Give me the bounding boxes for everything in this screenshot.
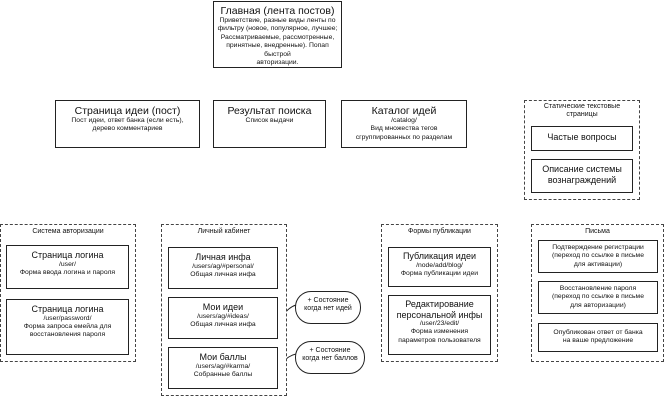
node-title: Каталог идей bbox=[371, 105, 437, 117]
email-registration-confirm: Подтверждение регистрации (переход по сс… bbox=[538, 240, 658, 273]
idea-page-node: Страница идеи (пост) Пост идеи, ответ ба… bbox=[55, 100, 200, 148]
node-title: Частые вопросы bbox=[547, 132, 617, 142]
node-title: Страница логина bbox=[31, 304, 104, 314]
personal-info-node: Личная инфа /users/ag/#personal/ Общая л… bbox=[168, 247, 278, 289]
node-title: Главная (лента постов) bbox=[220, 5, 335, 17]
email-bank-answer: Опубликован ответ от банка на ваше предл… bbox=[538, 323, 658, 352]
node-title: Публикация идеи bbox=[402, 251, 477, 261]
main-page-node: Главная (лента постов) Приветствие, разн… bbox=[213, 1, 342, 68]
my-points-node: Мои баллы /users/ag/#karma/ Собранные ба… bbox=[168, 347, 278, 389]
node-description: /users/ag/#karma/ Собранные баллы bbox=[193, 362, 253, 378]
idea-catalog-node: Каталог идей /catalog/ Вид множества тег… bbox=[341, 100, 467, 148]
node-description: Опубликован ответ от банка на ваше предл… bbox=[553, 329, 643, 345]
group-label: Личный кабинет bbox=[197, 228, 251, 235]
login-page-node: Страница логина /user/ Форма ввода логин… bbox=[6, 245, 129, 289]
node-description: Подтверждение регистрации (переход по сс… bbox=[551, 244, 645, 268]
no-ideas-state-note: + Состояние когда нет идей bbox=[295, 291, 361, 324]
node-description: Пост идеи, ответ банка (если есть), дере… bbox=[71, 117, 184, 133]
node-description: Приветствие, разные виды ленты по фильтр… bbox=[217, 17, 338, 67]
publish-idea-node: Публикация идеи /node/add/blog/ Форма пу… bbox=[388, 247, 491, 287]
node-description: /users/ag/#ideas/ Общая личная инфа bbox=[190, 312, 256, 328]
edit-profile-node: Редактирование персональной инфы /user/2… bbox=[388, 295, 491, 355]
node-description: /users/ag/#personal/ Общая личная инфа bbox=[190, 262, 256, 278]
no-points-state-note: + Состояние когда нет баллов bbox=[295, 341, 365, 374]
my-ideas-node: Мои идеи /users/ag/#ideas/ Общая личная … bbox=[168, 297, 278, 339]
node-description: Восстановление пароля (переход по ссылке… bbox=[551, 285, 645, 309]
group-label: Система авторизации bbox=[32, 228, 104, 235]
node-description: /user/23/edit/ Форма изменения параметро… bbox=[398, 320, 481, 344]
node-title: Страница логина bbox=[31, 250, 104, 260]
node-description: Список выдачи bbox=[245, 117, 294, 124]
group-label: Письма bbox=[585, 228, 610, 235]
node-description: /catalog/ Вид множества тегов сгруппиров… bbox=[355, 117, 453, 141]
node-description: /user/ Форма ввода логина и пароля bbox=[19, 260, 116, 276]
node-description: /node/add/blog/ Форма публикации идеи bbox=[400, 261, 479, 277]
node-title: Мои баллы bbox=[199, 352, 247, 362]
password-recovery-node: Страница логина /user/password/ Форма за… bbox=[6, 299, 129, 355]
node-title: Страница идеи (пост) bbox=[74, 105, 181, 117]
rewards-description-node: Описание системы вознаграждений bbox=[531, 159, 633, 193]
faq-node: Частые вопросы bbox=[531, 126, 633, 151]
node-title: Личная инфа bbox=[195, 252, 251, 262]
search-results-node: Результат поиска Список выдачи bbox=[213, 100, 326, 148]
node-title: Описание системы вознаграждений bbox=[542, 164, 622, 185]
group-label: Статические текстовые страницы bbox=[543, 103, 621, 119]
node-title: Редактирование персональной инфы bbox=[396, 299, 483, 320]
group-label: Формы публикации bbox=[408, 228, 471, 235]
node-title: Результат поиска bbox=[227, 105, 312, 117]
email-password-recovery: Восстановление пароля (переход по ссылке… bbox=[538, 281, 658, 314]
node-title: Мои идеи bbox=[202, 302, 244, 312]
node-description: /user/password/ Форма запроса емейла для… bbox=[23, 314, 112, 339]
